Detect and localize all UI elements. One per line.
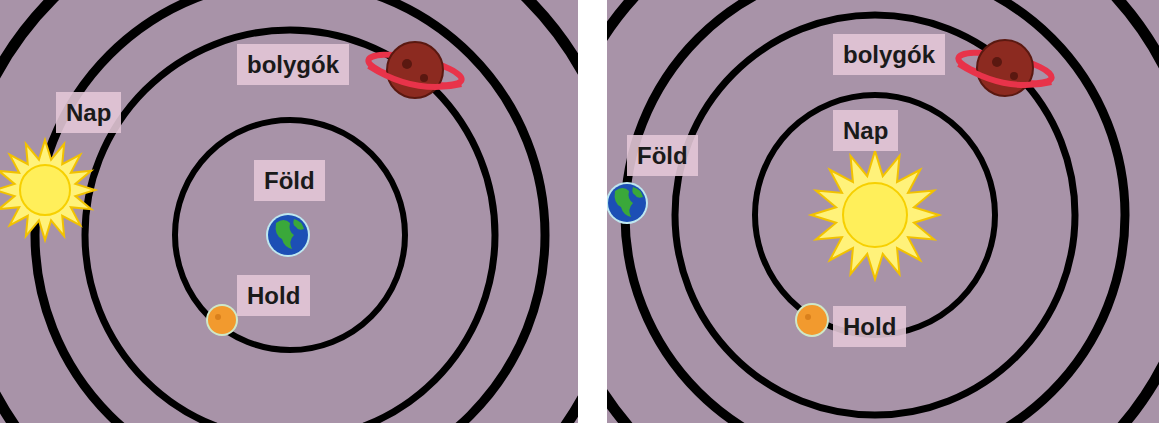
earth-icon [607, 182, 648, 224]
label-text: Nap [66, 99, 111, 126]
label-box: Hold [833, 306, 906, 347]
earth-ocean [268, 215, 308, 255]
moon-glow [206, 304, 238, 336]
earth-ocean [608, 184, 646, 222]
orbit-ring [675, 15, 1075, 415]
moon-icon [208, 306, 236, 334]
label-text: Hold [843, 313, 896, 340]
orbit-ring [0, 0, 578, 423]
orbit-ring [35, 0, 545, 423]
orbit-ring [755, 95, 995, 335]
orbit-ring [607, 0, 1159, 423]
sun-rays [0, 140, 95, 240]
moon-crater [215, 314, 221, 320]
sun-icon [811, 151, 939, 279]
label-text: Hold [247, 282, 300, 309]
label-box: bolygók [237, 44, 349, 85]
earth-glow [607, 182, 648, 224]
label-box: Föld [254, 160, 325, 201]
planet-crater [1010, 72, 1018, 80]
planet-ring [959, 64, 1051, 85]
planet-icon [366, 42, 464, 98]
label-box: bolygók [833, 34, 945, 75]
label-text: Nap [843, 117, 888, 144]
label-text: Föld [264, 167, 315, 194]
sun-disc [20, 165, 70, 215]
planet-crater [402, 59, 412, 69]
moon-icon [797, 305, 827, 335]
orbit-ring [175, 120, 405, 350]
sun-disc [843, 183, 907, 247]
planet-icon [956, 40, 1054, 96]
earth-land [632, 187, 643, 198]
planet-ring [369, 66, 461, 87]
earth-glow [266, 213, 310, 257]
label-text: bolygók [247, 51, 339, 78]
sun-icon [0, 140, 95, 240]
planet-crater [420, 74, 428, 82]
orbit-ring [625, 0, 1125, 423]
label-box: Nap [833, 110, 898, 151]
earth-icon [266, 213, 310, 257]
label-box: Föld [627, 135, 698, 176]
sun-rays [811, 151, 939, 279]
label-text: bolygók [843, 41, 935, 68]
moon-glow [795, 303, 829, 337]
label-text: Föld [637, 142, 688, 169]
moon-crater [805, 314, 811, 320]
label-box: Hold [237, 275, 310, 316]
label-box: Nap [56, 92, 121, 133]
orbit-ring [85, 30, 495, 423]
earth-land [615, 188, 633, 217]
earth-land [276, 220, 294, 249]
planet-crater [992, 57, 1002, 67]
earth-land [293, 219, 304, 230]
